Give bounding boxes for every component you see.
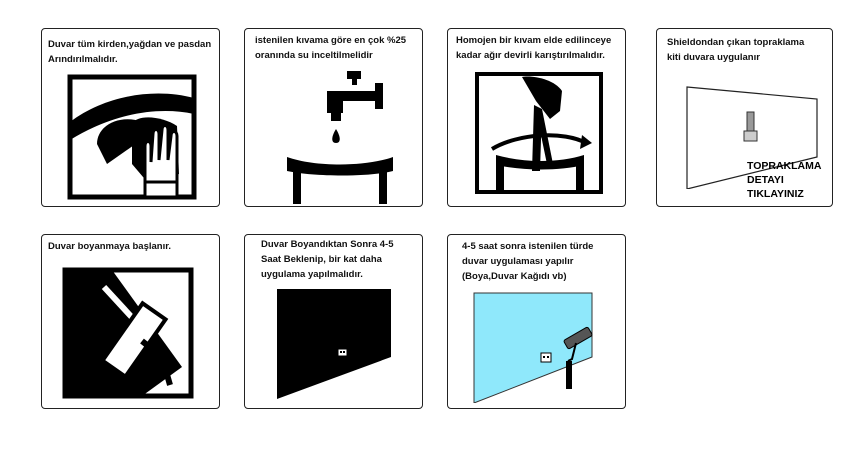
painted-wall-blue-icon <box>473 292 593 403</box>
step-card-mix: Homojen bir kıvam elde edilinceye kadar … <box>447 28 626 207</box>
step-caption: Duvar Boyandıktan Sonra 4-5 Saat Bekleni… <box>261 239 394 280</box>
faucet-bucket-icon <box>287 71 393 204</box>
painted-wall-dark-icon <box>277 289 391 399</box>
step-card-start-painting: Duvar boyanmaya başlanır. <box>41 234 220 409</box>
step-caption: 4-5 saat sonra istenilen türde duvar uyg… <box>462 241 594 282</box>
step-caption: Duvar boyanmaya başlanır. <box>48 241 172 252</box>
step-card-grounding-kit: Shieldondan çıkan topraklama kiti duvara… <box>656 28 833 207</box>
step-card-thin-water: istenilen kıvama göre en çok %25 oranınd… <box>244 28 423 207</box>
step-card-clean-wall: Duvar tüm kirden,yağdan ve pasdan Arındı… <box>41 28 220 207</box>
paint-roller-icon <box>62 267 194 399</box>
mixer-bucket-icon <box>475 72 603 194</box>
step-caption: Duvar tüm kirden,yağdan ve pasdan Arındı… <box>48 39 212 65</box>
step-caption: istenilen kıvama göre en çok %25 oranınd… <box>255 35 407 61</box>
step-card-second-coat: Duvar Boyandıktan Sonra 4-5 Saat Bekleni… <box>244 234 423 409</box>
step-card-final-finish: 4-5 saat sonra istenilen türde duvar uyg… <box>447 234 626 409</box>
wall-grounding-kit-icon <box>686 86 818 189</box>
step-caption: Homojen bir kıvam elde edilinceye kadar … <box>456 35 612 61</box>
step-caption: Shieldondan çıkan topraklama kiti duvara… <box>667 37 805 63</box>
grounding-detail-link[interactable]: TOPRAKLAMA DETAYI TIKLAYINIZ <box>747 160 822 200</box>
hand-wiping-wall-icon <box>67 74 197 200</box>
